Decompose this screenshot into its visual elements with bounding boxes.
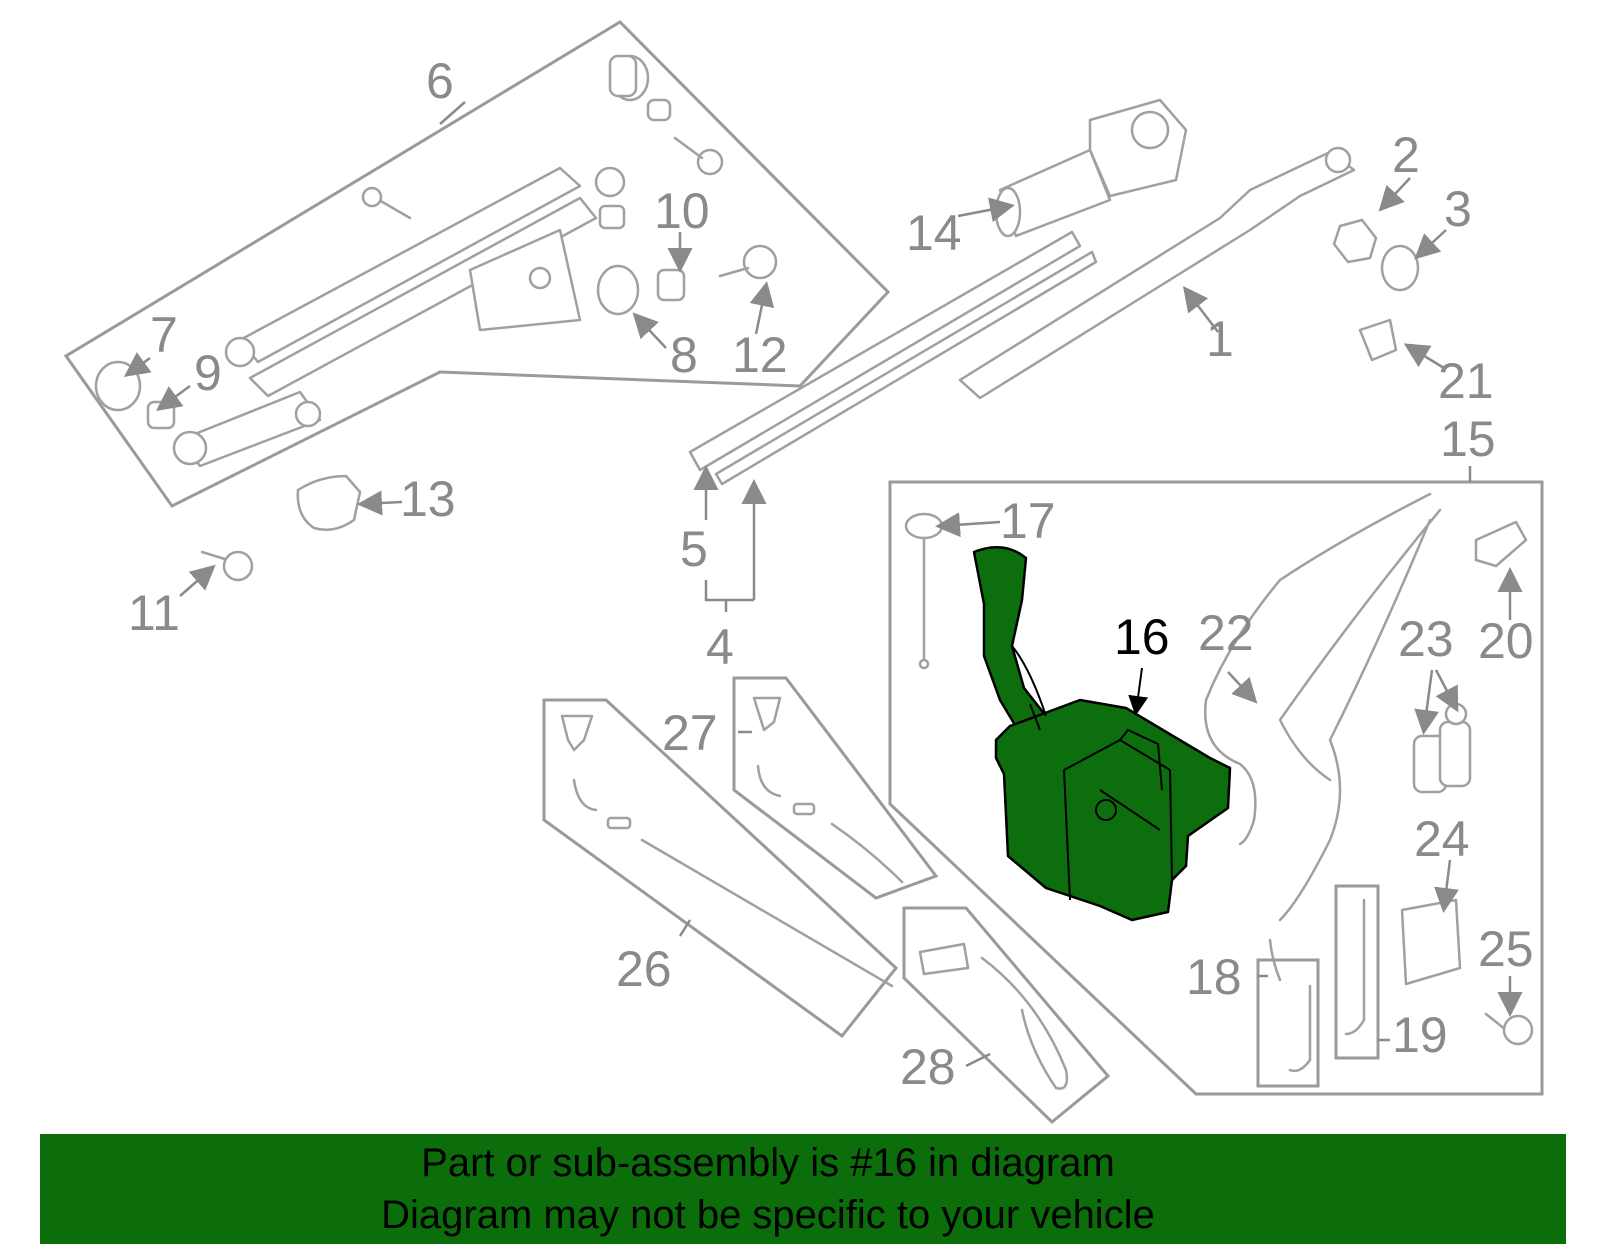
callout-28: 28 — [900, 1039, 956, 1095]
callout-27: 27 — [662, 705, 718, 761]
linkage-group — [63, 20, 891, 508]
info-banner: Part or sub-assembly is #16 in diagram D… — [40, 1134, 1566, 1244]
wiper-motor-14 — [994, 98, 1188, 238]
leaders — [123, 101, 1523, 1068]
callout-21: 21 — [1438, 353, 1494, 409]
hose-28 — [918, 942, 1069, 1090]
pump-23 — [1412, 702, 1472, 794]
bracket-13 — [296, 474, 362, 531]
callout-15: 15 — [1440, 411, 1496, 467]
hose-26 — [560, 714, 894, 988]
hose-27 — [752, 696, 904, 884]
washer-group-box — [888, 480, 1544, 1096]
callout-18: 18 — [1186, 949, 1242, 1005]
callout-24: 24 — [1414, 811, 1470, 867]
callout-17: 17 — [1000, 493, 1056, 549]
callout-9: 9 — [194, 345, 222, 401]
callout-12: 12 — [732, 327, 788, 383]
callout-22: 22 — [1198, 605, 1254, 661]
nut-2 — [1332, 218, 1378, 264]
hose-group-19-box — [1334, 884, 1380, 1060]
washer-reservoir-16 — [972, 545, 1232, 922]
callout-14: 14 — [906, 205, 962, 261]
sensor-20 — [1474, 520, 1528, 568]
cap-3 — [1380, 244, 1420, 292]
callout-2: 2 — [1392, 127, 1420, 183]
callout-7: 7 — [150, 307, 178, 363]
callout-6: 6 — [426, 53, 454, 109]
screw-25 — [1484, 1012, 1534, 1046]
wiper-arm-1 — [958, 146, 1356, 400]
linkage-group-box — [63, 20, 891, 508]
callout-26: 26 — [616, 941, 672, 997]
dipstick-17 — [904, 512, 944, 670]
callout-3: 3 — [1444, 181, 1472, 237]
callout-20: 20 — [1478, 613, 1534, 669]
callout-25: 25 — [1478, 921, 1534, 977]
callout-13: 13 — [400, 471, 456, 527]
callout-16[interactable]: 16 — [1114, 609, 1170, 665]
clip-21 — [1358, 318, 1398, 362]
callout-4: 4 — [706, 619, 734, 675]
callout-11: 11 — [128, 585, 180, 641]
bolt-11 — [200, 550, 254, 582]
banner-line-1: Part or sub-assembly is #16 in diagram — [421, 1141, 1115, 1185]
callout-8: 8 — [670, 327, 698, 383]
banner-line-2: Diagram may not be specific to your vehi… — [381, 1193, 1155, 1237]
callout-10: 10 — [654, 183, 710, 239]
callout-1: 1 — [1206, 311, 1234, 367]
callout-23: 23 — [1398, 611, 1454, 667]
hose-group-27-box — [732, 676, 939, 900]
hose-22 — [1204, 492, 1432, 846]
hose-group-26-box — [542, 698, 899, 1039]
wiper-blade-5 — [688, 230, 1098, 486]
hose-group-28-box — [902, 906, 1111, 1125]
callout-19: 19 — [1392, 1007, 1448, 1063]
module-24 — [1400, 898, 1462, 986]
callout-5: 5 — [680, 521, 708, 577]
callouts: 6 7 9 10 8 12 13 11 14 2 3 1 21 15 5 4 2… — [128, 53, 1534, 1095]
hose-group-18-box — [1256, 958, 1320, 1088]
